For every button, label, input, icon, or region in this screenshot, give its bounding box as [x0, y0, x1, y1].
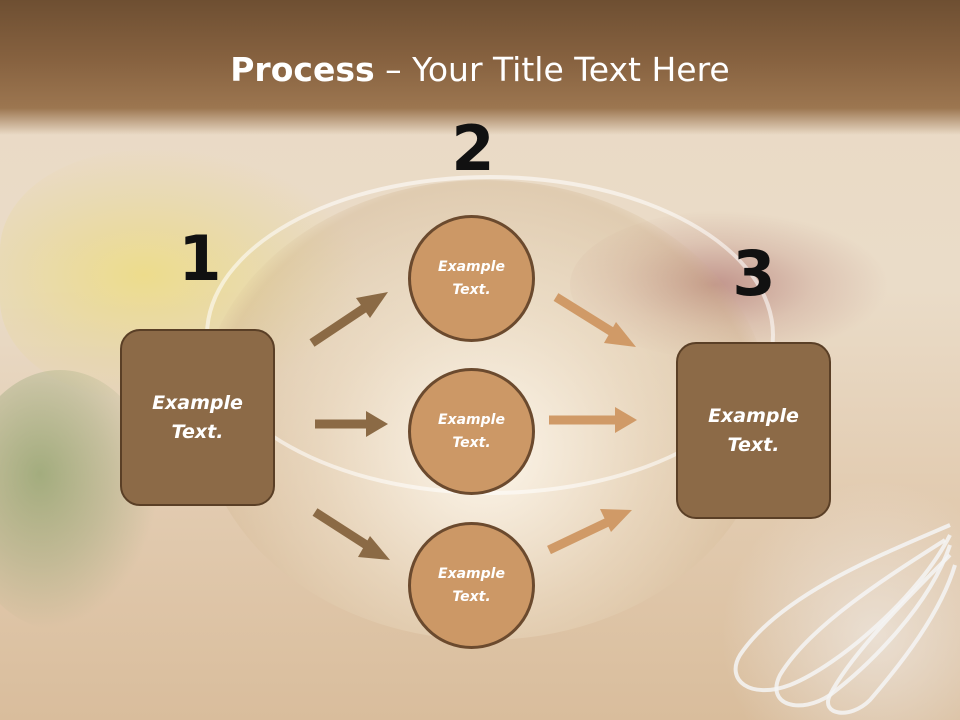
- step-circle-middle: Example Text.: [408, 368, 535, 495]
- step-circle-bottom-line2: Text.: [452, 588, 491, 605]
- arrow-middle-to-right: [549, 407, 637, 433]
- start-box-label: Example Text.: [143, 389, 253, 447]
- arrow-top-to-right: [553, 293, 636, 347]
- end-box: Example Text.: [676, 342, 831, 519]
- start-box-line1: Example: [152, 391, 243, 414]
- slide-title: Process – Your Title Text Here: [0, 50, 960, 89]
- end-box-line1: Example: [708, 404, 799, 427]
- start-box-line2: Text.: [171, 420, 224, 443]
- end-box-label: Example Text.: [699, 402, 809, 460]
- step-circle-middle-label: Example Text.: [427, 409, 517, 455]
- step-circle-bottom-line1: Example: [438, 565, 505, 582]
- step-number-2: 2: [451, 112, 495, 185]
- arrow-bottom-to-right: [547, 509, 632, 555]
- step-circle-middle-line1: Example: [438, 411, 505, 428]
- step-circle-middle-line2: Text.: [452, 434, 491, 451]
- step-circle-top-line1: Example: [438, 258, 505, 275]
- title-band: [0, 0, 960, 135]
- step-circle-bottom: Example Text.: [408, 522, 535, 649]
- step-circle-top-label: Example Text.: [427, 256, 517, 302]
- step-number-3: 3: [732, 237, 776, 310]
- step-number-1: 1: [178, 222, 222, 295]
- arrow-left-to-middle: [315, 411, 388, 437]
- step-circle-top: Example Text.: [408, 215, 535, 342]
- end-box-line2: Text.: [727, 433, 780, 456]
- start-box: Example Text.: [120, 329, 275, 506]
- step-circle-bottom-label: Example Text.: [427, 563, 517, 609]
- title-rest: – Your Title Text Here: [374, 50, 730, 89]
- whisk-image: [733, 523, 957, 715]
- arrow-left-to-bottom: [312, 508, 390, 560]
- title-bold: Process: [230, 50, 375, 89]
- arrow-left-to-top: [309, 292, 388, 347]
- step-circle-top-line2: Text.: [452, 281, 491, 298]
